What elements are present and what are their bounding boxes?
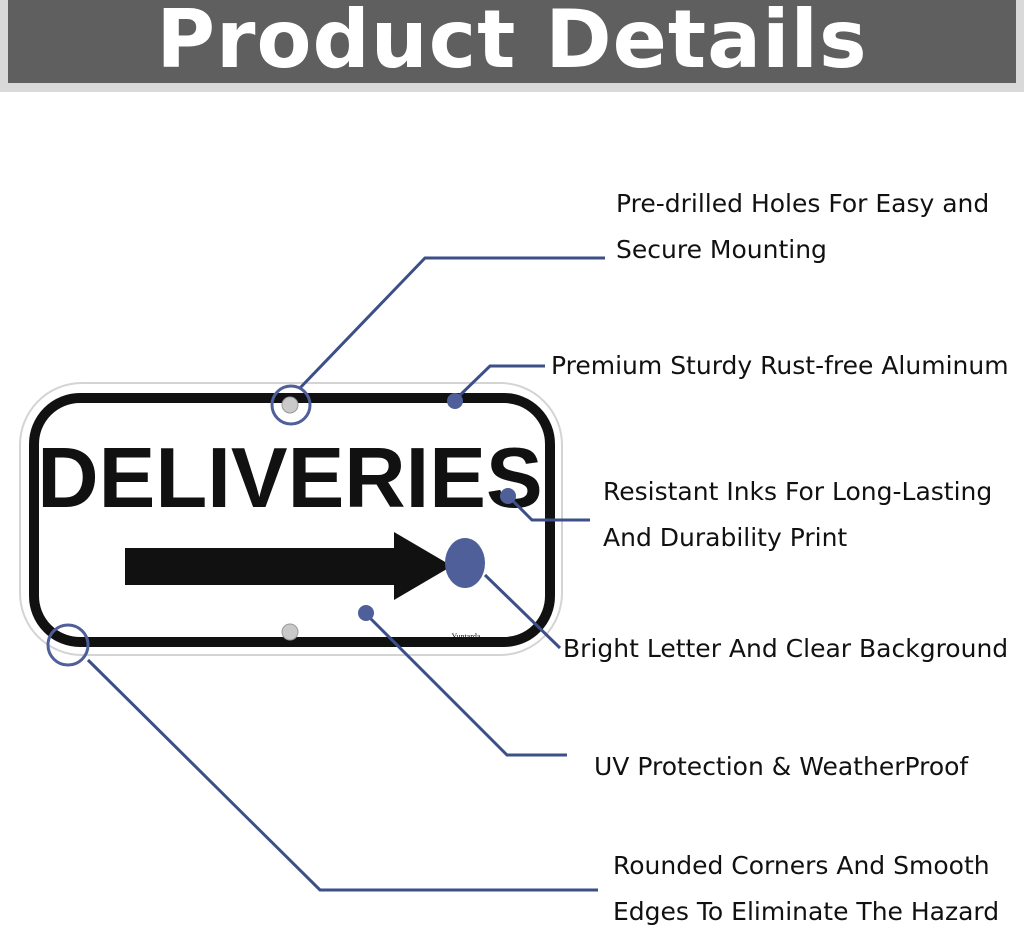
line-holes xyxy=(298,256,605,390)
mounting-hole-bottom xyxy=(281,623,299,641)
callout-holes-line2: Secure Mounting xyxy=(616,235,827,264)
callout-inks: Resistant Inks For Long-Lasting And Dura… xyxy=(603,469,992,561)
callout-aluminum: Premium Sturdy Rust-free Aluminum xyxy=(551,343,1009,389)
header-banner: Product Details xyxy=(8,0,1016,83)
callout-aluminum-line1: Premium Sturdy Rust-free Aluminum xyxy=(551,351,1009,380)
callout-corners-line1: Rounded Corners And Smooth xyxy=(613,851,990,880)
callout-uv-line1: UV Protection & WeatherProof xyxy=(594,752,969,781)
callout-inks-line2: And Durability Print xyxy=(603,523,848,552)
line-aluminum xyxy=(453,364,545,402)
callout-corners-line2: Edges To Eliminate The Hazard xyxy=(613,897,1000,926)
uv-marker-dot xyxy=(358,605,374,621)
callout-markers xyxy=(46,384,516,667)
callout-inks-line1: Resistant Inks For Long-Lasting xyxy=(603,477,993,506)
line-corners xyxy=(86,658,598,892)
callout-holes-line1: Pre-drilled Holes For Easy and xyxy=(616,189,990,218)
callout-corners: Rounded Corners And Smooth Edges To Elim… xyxy=(613,843,999,935)
corner-marker-ring xyxy=(46,623,90,667)
hole-marker-ring xyxy=(270,384,312,426)
sign-word: DELIVERIES xyxy=(37,431,542,526)
page-title: Product Details xyxy=(156,0,868,86)
callout-lines xyxy=(86,256,605,892)
line-bright xyxy=(483,573,562,650)
brand-label: Yuntarda xyxy=(452,632,481,641)
arrow-right-icon xyxy=(125,532,452,600)
line-inks xyxy=(506,494,590,522)
callout-uv: UV Protection & WeatherProof xyxy=(594,744,968,790)
callout-bright-line1: Bright Letter And Clear Background xyxy=(563,634,1009,663)
callout-bright: Bright Letter And Clear Background xyxy=(563,626,1008,672)
mounting-hole-top xyxy=(281,396,299,414)
line-uv xyxy=(364,612,567,757)
callout-holes: Pre-drilled Holes For Easy and Secure Mo… xyxy=(616,181,989,273)
aluminum-marker-dot xyxy=(447,393,463,409)
header-bar: Product Details xyxy=(0,0,1024,92)
bright-marker-dot xyxy=(445,538,485,588)
inks-marker-dot xyxy=(500,488,516,504)
